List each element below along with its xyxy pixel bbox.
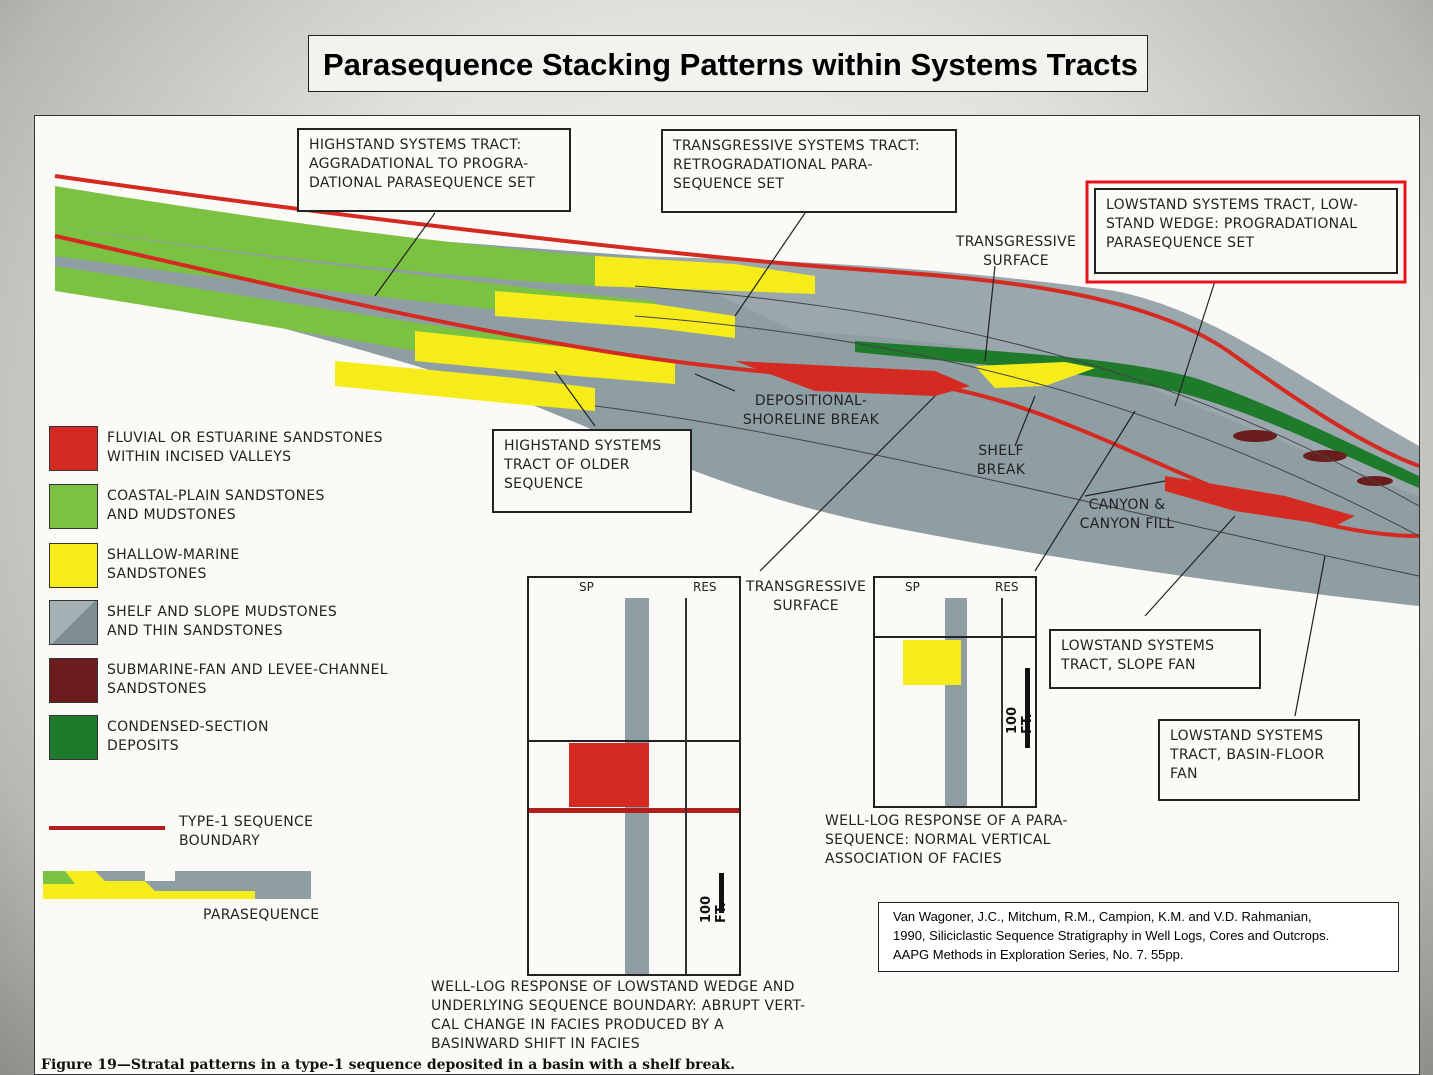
legend-label-fluvial: FLUVIAL OR ESTUARINE SANDSTONES WITHIN I… (107, 430, 383, 465)
well-log-left: SP RES 100 FT. (527, 576, 741, 976)
label-transgressive-surface: TRANSGRESSIVE SURFACE (955, 234, 1077, 269)
fan-lens-1 (1233, 430, 1277, 442)
well-right-scale-label: 100 FT. (1005, 706, 1035, 734)
label-shelf-break: SHELF BREAK (976, 443, 1026, 478)
citation-box: Van Wagoner, J.C., Mitchum, R.M., Campio… (878, 902, 1399, 972)
lowstand-wedge-highlight (1085, 180, 1407, 284)
label-well-transgressive-surface: TRANSGRESSIVE SURFACE (745, 579, 867, 614)
well-left-sp-header: SP (579, 580, 594, 594)
well-left-surface-line (529, 740, 739, 742)
well-log-right: SP RES 100 FT. (873, 576, 1037, 808)
legend-swatch-fluvial (49, 426, 98, 471)
fan-lens-2 (1303, 450, 1347, 462)
well-right-scale-bar (1025, 668, 1030, 748)
slide-title: Parasequence Stacking Patterns within Sy… (308, 35, 1148, 92)
well-left-scale-label: 100 FT. (699, 895, 729, 923)
legend-label-parasequence: PARASEQUENCE (203, 907, 320, 923)
shallow-marine-lowstand (975, 362, 1095, 388)
well-right-yellow-interval (903, 640, 961, 685)
legend-label-submarine-fan: SUBMARINE-FAN AND LEVEE-CHANNEL SANDSTON… (107, 662, 388, 697)
well-right-sp-track (945, 598, 967, 806)
label-well-log-lowstand: WELL-LOG RESPONSE OF LOWSTAND WEDGE AND … (431, 979, 806, 1052)
legend-swatch-coastal (49, 484, 98, 529)
legend-label-coastal: COASTAL-PLAIN SANDSTONES AND MUDSTONES (107, 488, 325, 523)
label-depositional-break: DEPOSITIONAL- SHORELINE BREAK (742, 393, 880, 428)
well-left-res-trace (685, 598, 687, 974)
well-left-res-header: RES (693, 580, 717, 594)
well-right-res-trace (1001, 598, 1003, 806)
shallow-marine-3 (415, 331, 675, 384)
callout-lowstand-wedge: LOWSTAND SYSTEMS TRACT, LOW- STAND WEDGE… (1094, 188, 1398, 274)
legend-swatch-shallow-marine (49, 543, 98, 588)
canyon-fill (1165, 476, 1355, 526)
legend-label-boundary: TYPE-1 SEQUENCE BOUNDARY (179, 814, 314, 849)
well-right-surface-line (875, 636, 1035, 638)
coastal-plain-upper (55, 186, 735, 291)
callout-highstand-older: HIGHSTAND SYSTEMS TRACT OF OLDER SEQUENC… (492, 429, 692, 513)
legend-label-shallow-marine: SHALLOW-MARINE SANDSTONES (107, 547, 240, 582)
condensed-section (855, 341, 1419, 488)
callout-transgressive: TRANSGRESSIVE SYSTEMS TRACT: RETROGRADAT… (661, 129, 957, 213)
well-right-sp-header: SP (905, 580, 920, 594)
leader-lines (374, 212, 1326, 717)
label-canyon: CANYON & CANYON FILL (1079, 497, 1175, 532)
legend-label-shelf-slope: SHELF AND SLOPE MUDSTONES AND THIN SANDS… (107, 604, 338, 639)
callout-highstand: HIGHSTAND SYSTEMS TRACT: AGGRADATIONAL T… (297, 128, 571, 212)
stratigraphy-figure: HIGHSTAND SYSTEMS TRACT: AGGRADATIONAL T… (34, 115, 1420, 1075)
well-right-res-header: RES (995, 580, 1019, 594)
shallow-marine-4 (335, 361, 595, 411)
upper-shelf-mudstone (635, 256, 1419, 496)
legend-swatch-condensed (49, 715, 98, 760)
shallow-marine-2 (495, 291, 735, 338)
well-left-scale-bar (719, 873, 724, 913)
well-left-boundary-line (529, 808, 739, 813)
legend-swatch-submarine-fan (49, 658, 98, 703)
cross-section-diagram (43, 174, 1419, 899)
figure-caption: Figure 19—Stratal patterns in a type-1 s… (41, 1057, 736, 1073)
sequence-boundary-upper (54, 174, 1419, 468)
callout-basin-floor-fan: LOWSTAND SYSTEMS TRACT, BASIN-FLOOR FAN (1158, 719, 1360, 801)
fan-lens-3 (1357, 476, 1393, 486)
legend-label-condensed: CONDENSED-SECTION DEPOSITS (107, 719, 269, 754)
shallow-marine-1 (595, 256, 815, 294)
incised-valley-fill (735, 361, 970, 396)
label-well-log-parasequence: WELL-LOG RESPONSE OF A PARA- SEQUENCE: N… (825, 813, 1068, 867)
callout-slope-fan: LOWSTAND SYSTEMS TRACT, SLOPE FAN (1049, 629, 1261, 689)
legend-swatch-shelf-slope (49, 600, 98, 645)
well-left-red-interval (569, 743, 649, 807)
